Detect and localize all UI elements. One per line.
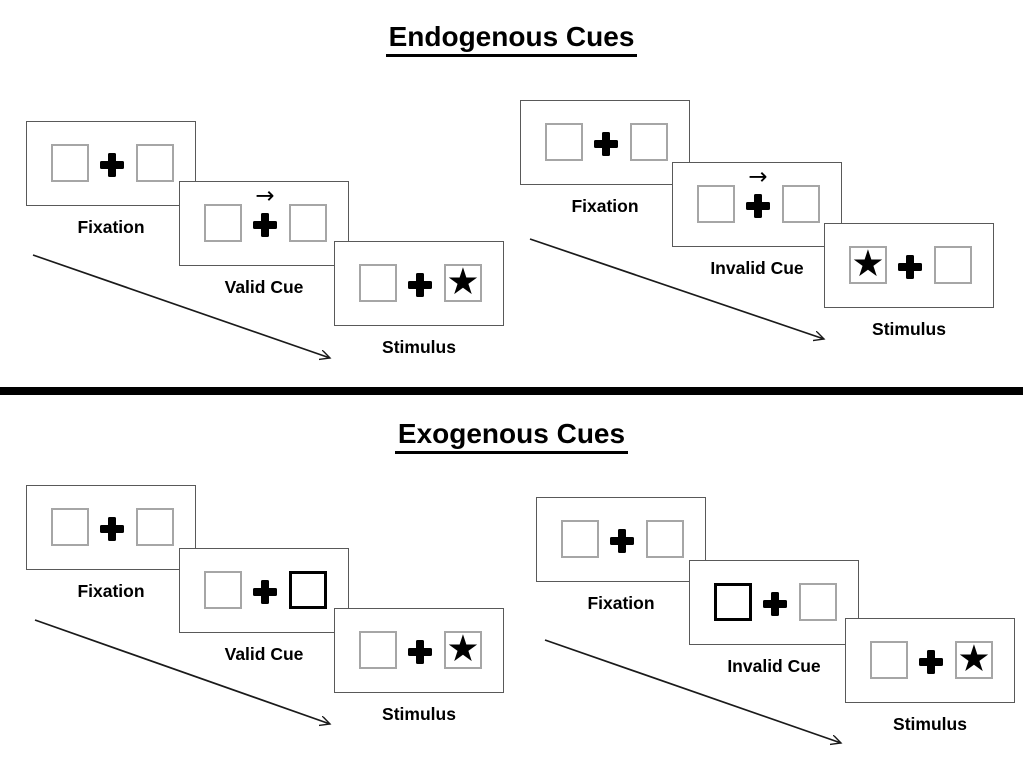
panel-label: Invalid Cue	[710, 258, 804, 278]
screen-frame	[26, 121, 196, 206]
screen-frame: ★	[334, 608, 504, 693]
left-placeholder-box	[359, 264, 397, 302]
panel-label: Fixation	[77, 217, 145, 237]
fixation-cross-icon	[763, 592, 787, 616]
fixation-cross-icon	[253, 213, 277, 237]
right-placeholder-box	[646, 520, 684, 558]
panel-invalid-cue: Invalid Cue	[689, 560, 859, 677]
section-title-text: Endogenous Cues	[385, 21, 638, 57]
screen-frame: ★	[824, 223, 994, 308]
central-cue-arrow-icon: →	[255, 183, 275, 209]
panel-label: Fixation	[587, 593, 655, 613]
left-placeholder-box	[561, 520, 599, 558]
fixation-cross-icon	[408, 640, 432, 664]
panel-label: Stimulus	[382, 337, 456, 357]
panel-fixation: Fixation	[26, 485, 196, 602]
fixation-cross-icon	[610, 529, 634, 553]
fixation-cross-icon	[253, 580, 277, 604]
target-star-icon: ★	[446, 627, 480, 670]
fixation-cross-icon	[100, 517, 124, 541]
central-cue-arrow-icon: →	[748, 164, 768, 190]
panel-label: Valid Cue	[224, 644, 304, 664]
left-placeholder-box	[51, 508, 89, 546]
fixation-cross-icon	[898, 255, 922, 279]
panel-label: Stimulus	[872, 319, 946, 339]
panel-stimulus: ★ Stimulus	[845, 618, 1015, 735]
screen-frame	[689, 560, 859, 645]
section-divider	[0, 387, 1023, 395]
left-placeholder-box	[870, 641, 908, 679]
right-placeholder-box: ★	[444, 627, 482, 670]
panel-label: Stimulus	[382, 704, 456, 724]
right-placeholder-box: ★	[955, 637, 993, 680]
left-placeholder-box	[51, 144, 89, 182]
right-placeholder-box	[782, 185, 820, 223]
panel-stimulus: ★ Stimulus	[824, 223, 994, 340]
fixation-cross-icon	[594, 132, 618, 156]
left-placeholder-box	[204, 571, 242, 609]
panel-label: Fixation	[77, 581, 145, 601]
fixation-cross-icon	[919, 650, 943, 674]
panel-label: Valid Cue	[224, 277, 304, 297]
panel-fixation: Fixation	[536, 497, 706, 614]
fixation-cross-icon	[746, 194, 770, 218]
panel-label: Fixation	[571, 196, 639, 216]
target-star-icon: ★	[957, 637, 991, 680]
left-placeholder-box: ★	[849, 242, 887, 285]
right-placeholder-box	[136, 144, 174, 182]
panel-valid-cue: → Valid Cue	[179, 181, 349, 298]
panel-valid-cue: Valid Cue	[179, 548, 349, 665]
screen-frame: ★	[845, 618, 1015, 703]
panel-stimulus: ★ Stimulus	[334, 241, 504, 358]
section-title-endogenous: Endogenous Cues	[0, 21, 1023, 57]
left-cue-box-highlighted	[714, 583, 752, 621]
left-placeholder-box	[545, 123, 583, 161]
right-placeholder-box	[289, 204, 327, 242]
left-placeholder-box	[359, 631, 397, 669]
right-placeholder-box	[799, 583, 837, 621]
screen-frame: →	[672, 162, 842, 247]
right-placeholder-box	[136, 508, 174, 546]
screen-frame	[179, 548, 349, 633]
section-title-text: Exogenous Cues	[394, 418, 629, 454]
panel-label: Invalid Cue	[727, 656, 821, 676]
panel-fixation: Fixation	[26, 121, 196, 238]
fixation-cross-icon	[100, 153, 124, 177]
panel-fixation: Fixation	[520, 100, 690, 217]
panel-invalid-cue: → Invalid Cue	[672, 162, 842, 279]
target-star-icon: ★	[851, 242, 885, 285]
right-placeholder-box: ★	[444, 260, 482, 303]
left-placeholder-box	[204, 204, 242, 242]
section-title-exogenous: Exogenous Cues	[0, 418, 1023, 454]
screen-frame: ★	[334, 241, 504, 326]
right-placeholder-box	[934, 246, 972, 284]
panel-stimulus: ★ Stimulus	[334, 608, 504, 725]
panel-label: Stimulus	[893, 714, 967, 734]
right-placeholder-box	[630, 123, 668, 161]
fixation-cross-icon	[408, 273, 432, 297]
screen-frame	[26, 485, 196, 570]
left-placeholder-box	[697, 185, 735, 223]
screen-frame	[536, 497, 706, 582]
screen-frame	[520, 100, 690, 185]
screen-frame: →	[179, 181, 349, 266]
right-cue-box-highlighted	[289, 571, 327, 609]
target-star-icon: ★	[446, 260, 480, 303]
